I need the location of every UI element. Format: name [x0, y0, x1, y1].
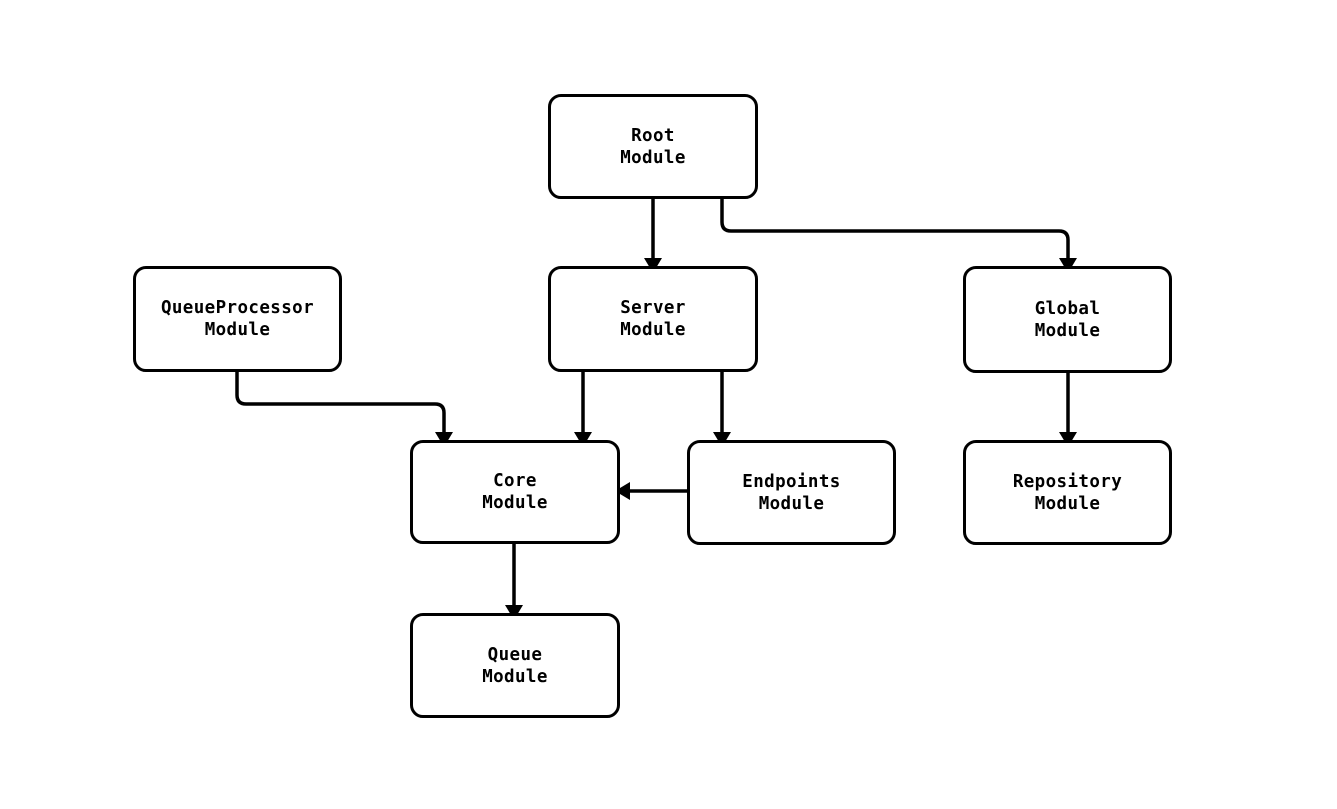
- node-label-line1: Queue: [487, 644, 543, 665]
- node-label-line2: Module: [620, 147, 686, 168]
- node-label-line1: Server: [620, 298, 686, 318]
- node-label-line2: Module: [1034, 320, 1101, 341]
- edge-queueprocessor-to-core: [235, 372, 446, 432]
- node-label-line1: Global: [1034, 298, 1101, 319]
- arrowhead-endpoints-to-core: [615, 482, 630, 500]
- edge-root-to-global: [720, 199, 1070, 258]
- node-label-line2: Module: [204, 320, 271, 340]
- node-label-line2: Module: [482, 493, 548, 513]
- node-label-line1: Repository: [1012, 471, 1123, 492]
- node-label-line2: Module: [1034, 493, 1101, 514]
- arrowhead-server-to-endpoints: [713, 432, 731, 447]
- node-label-line2: Module: [620, 320, 686, 340]
- edge-paths: [235, 199, 1077, 620]
- arrowhead-core-to-queue: [505, 605, 523, 620]
- node-label-line2: Module: [758, 493, 825, 514]
- arrowhead-server-to-core: [574, 432, 592, 447]
- node-label-line1: Endpoints: [742, 471, 841, 492]
- node-label-line1: Root: [631, 125, 675, 146]
- node-label-line2: Module: [482, 666, 548, 687]
- arrowhead-global-to-repository: [1059, 432, 1077, 447]
- node-label-line1: QueueProcessor: [160, 298, 315, 318]
- arrowhead-root-to-server: [644, 258, 662, 273]
- node-label-line1: Core: [493, 471, 537, 491]
- arrowhead-root-to-global: [1059, 258, 1077, 273]
- arrowhead-queueprocessor-to-core: [435, 432, 453, 447]
